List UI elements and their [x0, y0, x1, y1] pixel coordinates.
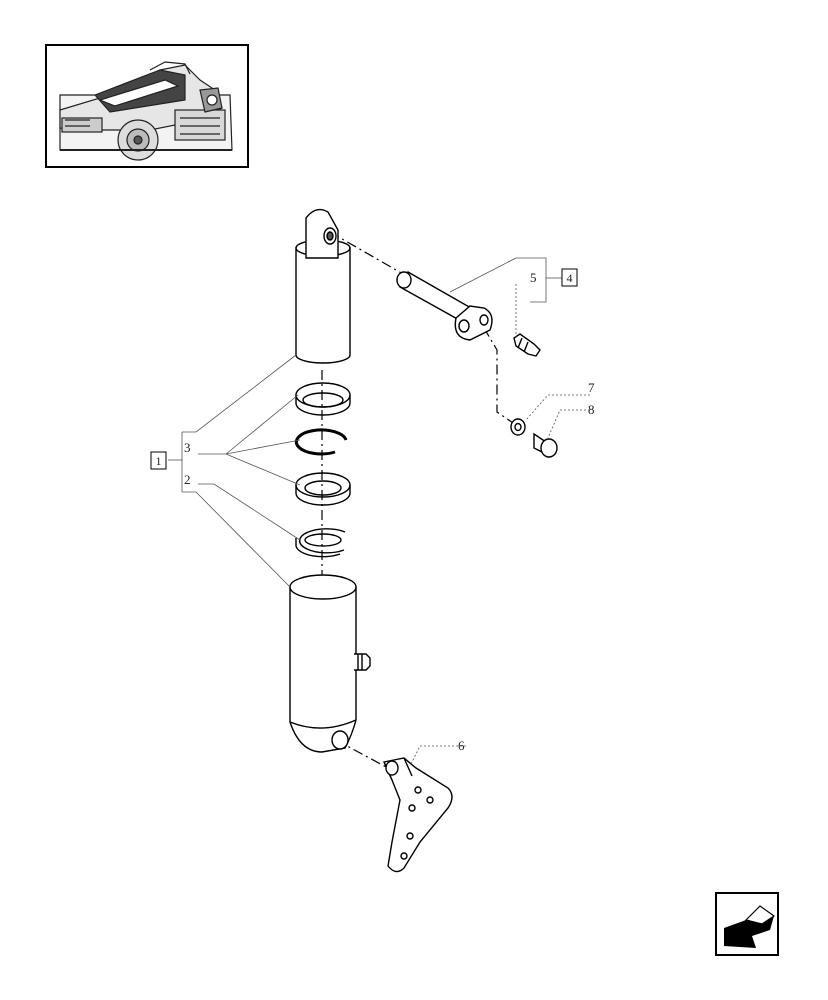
callout-1[interactable]: 1: [150, 451, 167, 470]
callout-2-text[interactable]: 2: [184, 472, 191, 487]
back-arrow-icon[interactable]: [715, 892, 779, 956]
washer[interactable]: [510, 418, 526, 436]
callout-7-text[interactable]: 7: [588, 380, 595, 395]
callout-4[interactable]: 4: [561, 268, 578, 287]
bolt[interactable]: [533, 432, 558, 458]
callout-1-text: 1: [156, 454, 162, 468]
location-thumbnail[interactable]: [45, 44, 249, 168]
pivot-pin[interactable]: [396, 271, 493, 341]
upper-cylinder[interactable]: [295, 208, 351, 364]
leader-lines: [168, 257, 590, 767]
callout-8-text[interactable]: 8: [588, 402, 595, 417]
callout-4-text: 4: [567, 271, 573, 285]
lower-cylinder[interactable]: [289, 574, 371, 753]
callout-6-text[interactable]: 6: [458, 738, 465, 753]
ring-upper[interactable]: [295, 382, 351, 416]
ring-middle[interactable]: [295, 472, 351, 506]
mounting-bracket[interactable]: [383, 757, 453, 873]
snap-ring[interactable]: [294, 428, 348, 456]
grease-nipple[interactable]: [513, 333, 541, 357]
ring-lower[interactable]: [295, 528, 346, 558]
callout-5-text[interactable]: 5: [530, 270, 537, 285]
callout-3-text[interactable]: 3: [184, 440, 191, 455]
